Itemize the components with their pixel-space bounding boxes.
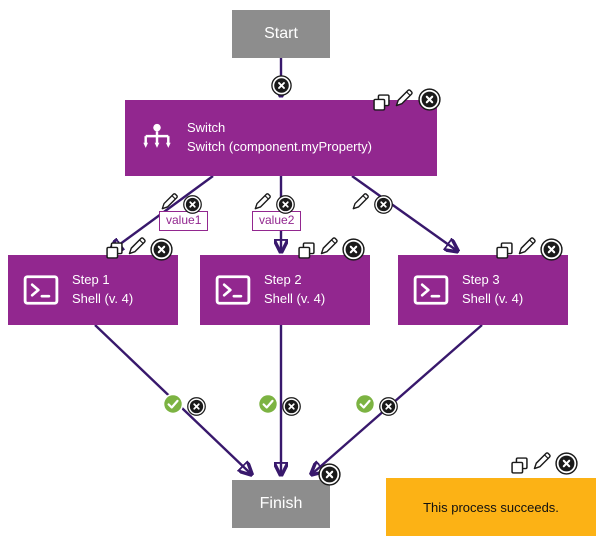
node-switch-title: Switch (187, 120, 226, 136)
node-step2[interactable]: Step 2 Shell (v. 4) (200, 255, 370, 325)
delete-connection-start-switch-icon[interactable] (270, 74, 293, 97)
copy-step2-icon[interactable] (296, 240, 317, 261)
copy-switch-icon[interactable] (371, 92, 392, 113)
edge-switch-to-step3[interactable] (351, 175, 456, 250)
success-status-step3-finish-icon[interactable] (354, 393, 376, 415)
switch-branch-icon (140, 122, 174, 154)
node-step1-subtitle: Shell (v. 4) (72, 291, 134, 306)
node-start-label: Start (264, 25, 298, 42)
node-step3-title: Step 3 (462, 272, 500, 288)
success-status-step2-finish-icon[interactable] (257, 393, 279, 415)
edit-note-icon[interactable] (531, 449, 554, 472)
node-switch-subtitle: Switch (component.myProperty) (187, 139, 372, 154)
edit-step1-icon[interactable] (126, 234, 149, 257)
success-status-step1-finish-icon[interactable] (162, 393, 184, 415)
copy-step3-icon[interactable] (494, 240, 515, 261)
note-text: This process succeeds. (423, 499, 559, 515)
delete-branch3-icon[interactable] (373, 194, 394, 215)
node-start[interactable]: Start (232, 10, 330, 58)
edit-step3-icon[interactable] (516, 234, 539, 257)
terminal-icon (23, 275, 59, 305)
node-switch-text: Switch Switch (component.myProperty) (187, 120, 372, 155)
delete-note-icon[interactable] (554, 451, 579, 476)
node-step1[interactable]: Step 1 Shell (v. 4) (8, 255, 178, 325)
node-step1-text: Step 1 Shell (v. 4) (72, 272, 134, 307)
node-switch[interactable]: Switch Switch (component.myProperty) (125, 100, 437, 176)
delete-connection-step2-finish-icon[interactable] (281, 396, 302, 417)
node-finish[interactable]: Finish (232, 480, 330, 528)
delete-step3-icon[interactable] (539, 237, 564, 262)
node-step3-text: Step 3 Shell (v. 4) (462, 272, 524, 307)
edit-switch-icon[interactable] (393, 86, 416, 109)
delete-switch-icon[interactable] (417, 87, 442, 112)
edit-branch1-icon[interactable] (159, 190, 181, 212)
delete-connection-step3-finish-icon[interactable] (378, 396, 399, 417)
note-sticky[interactable]: This process succeeds. (386, 478, 596, 536)
edge-step3-to-finish[interactable] (313, 324, 483, 473)
terminal-icon (413, 275, 449, 305)
delete-step2-icon[interactable] (341, 237, 366, 262)
terminal-icon (215, 275, 251, 305)
edit-branch2-icon[interactable] (252, 190, 274, 212)
copy-step1-icon[interactable] (104, 240, 125, 261)
delete-step1-icon[interactable] (149, 237, 174, 262)
edit-step2-icon[interactable] (318, 234, 341, 257)
delete-connection-step1-finish-icon[interactable] (186, 396, 207, 417)
edge-label-value2[interactable]: value2 (252, 211, 302, 231)
copy-note-icon[interactable] (509, 455, 530, 476)
edge-label-value1[interactable]: value1 (159, 211, 209, 231)
node-step2-subtitle: Shell (v. 4) (264, 291, 326, 306)
node-finish-label: Finish (259, 495, 303, 512)
edit-branch3-icon[interactable] (350, 190, 372, 212)
node-step3[interactable]: Step 3 Shell (v. 4) (398, 255, 568, 325)
node-step2-title: Step 2 (264, 272, 302, 288)
delete-branch2-icon[interactable] (275, 194, 296, 215)
node-step2-text: Step 2 Shell (v. 4) (264, 272, 326, 307)
delete-finish-icon[interactable] (317, 462, 342, 487)
node-step3-subtitle: Shell (v. 4) (462, 291, 524, 306)
node-step1-title: Step 1 (72, 272, 110, 288)
delete-branch1-icon[interactable] (182, 194, 203, 215)
